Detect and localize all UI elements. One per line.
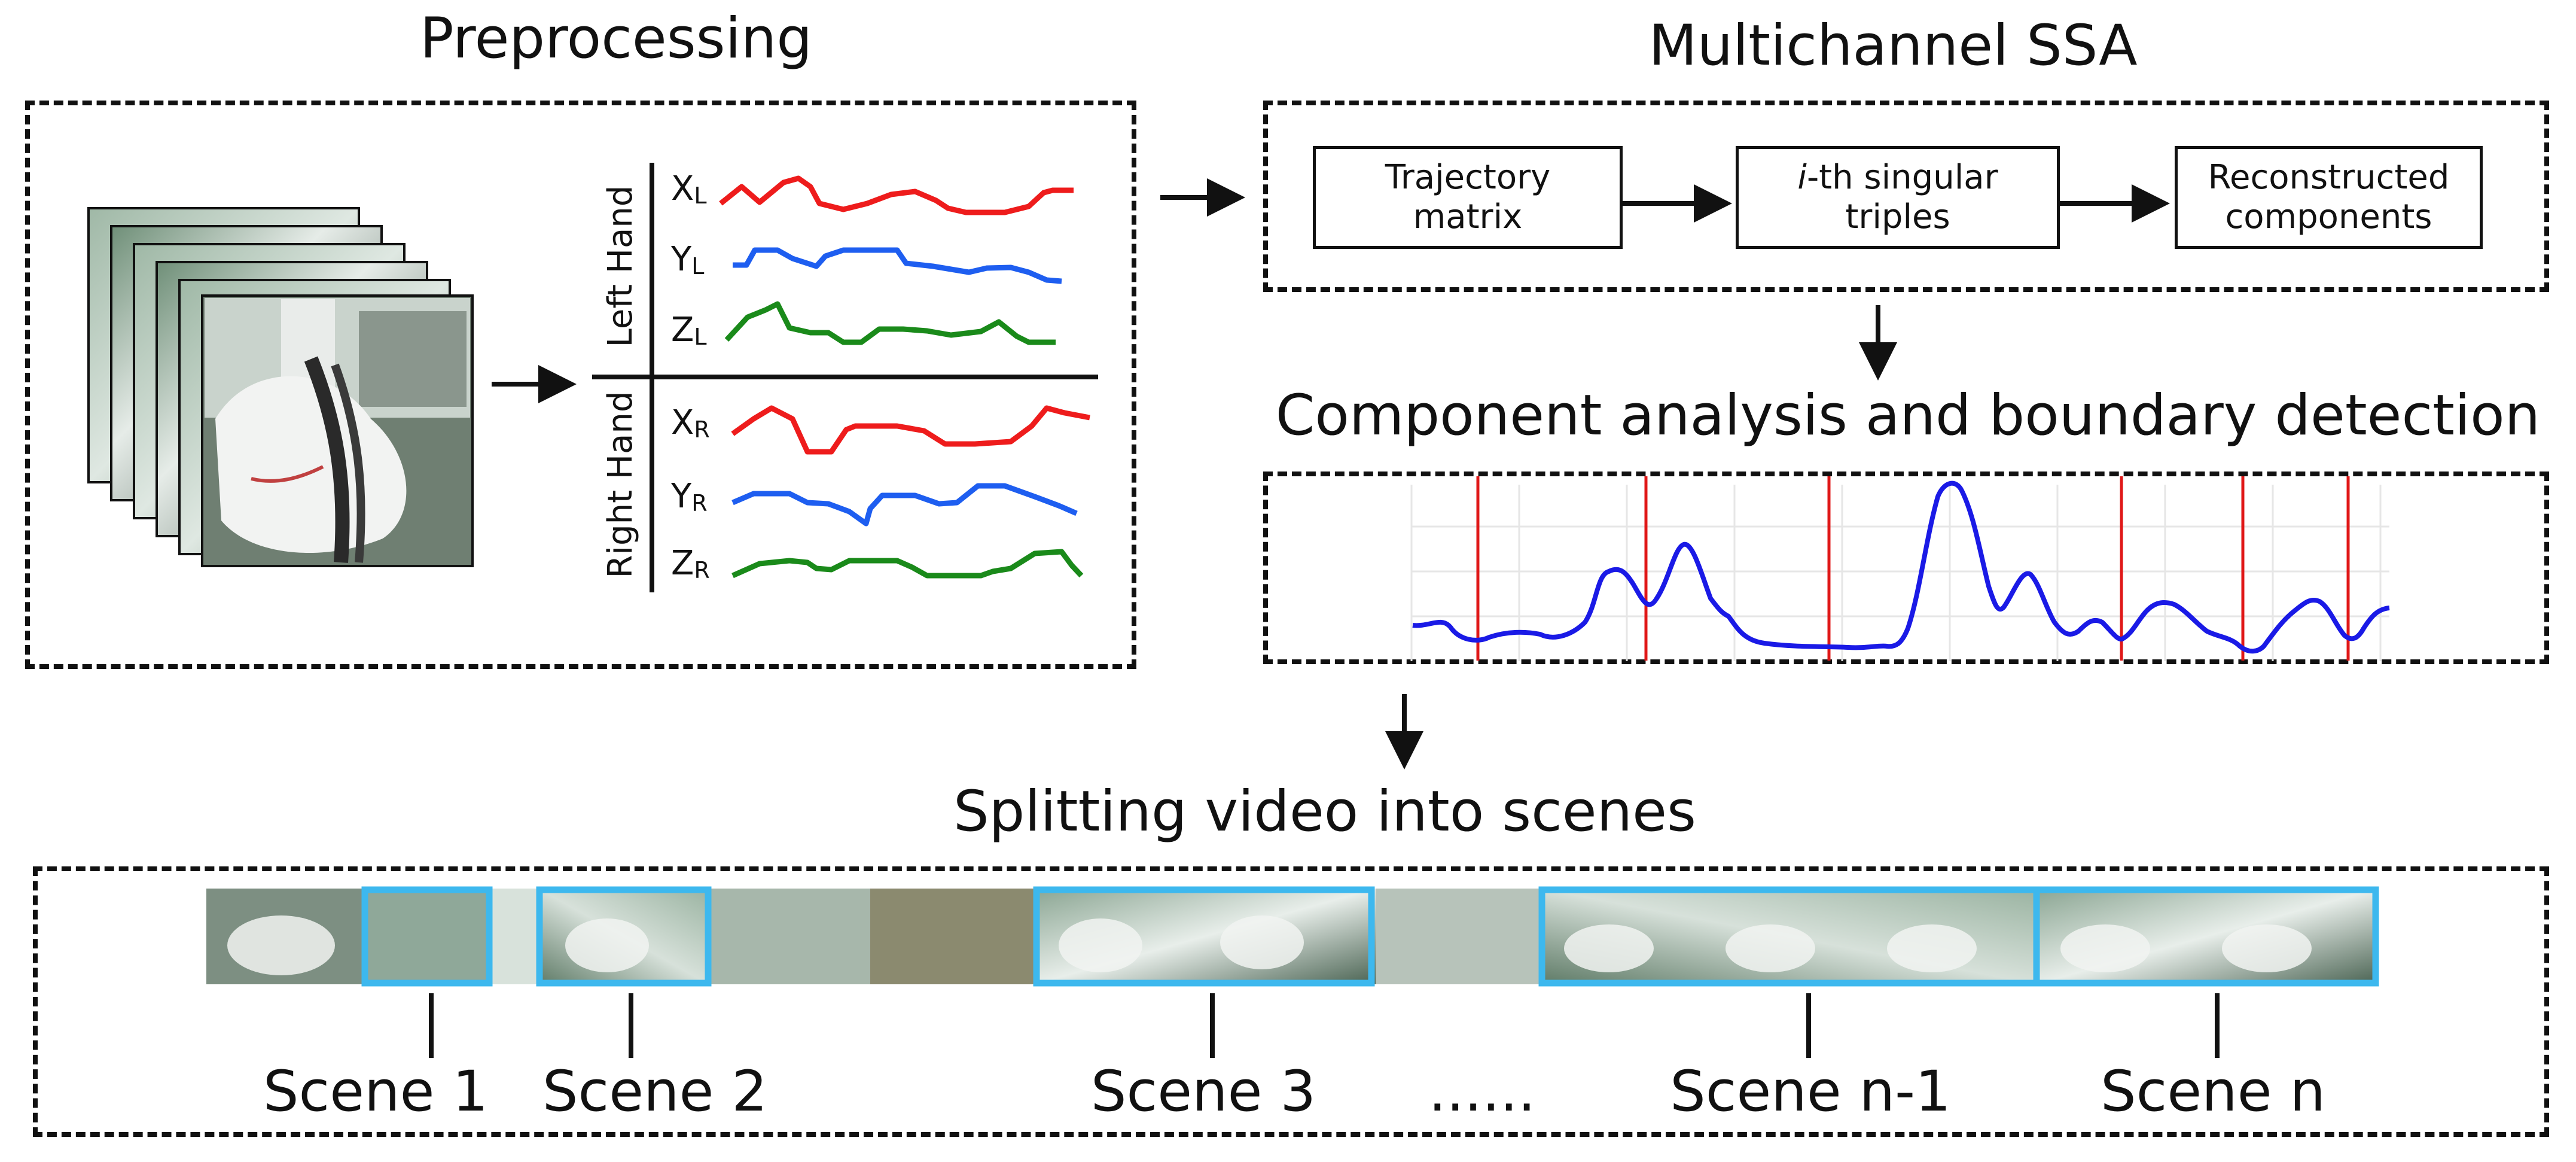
scene-1-highlight: [361, 886, 493, 987]
front-video-frame: [201, 294, 474, 567]
xl-curve: [719, 175, 1074, 215]
scene-1-label: Scene 1: [263, 1059, 489, 1124]
triples-line2: triples: [1845, 197, 1950, 236]
video-frame-stack: [87, 207, 474, 567]
scene-3-label: Scene 3: [1090, 1059, 1316, 1124]
component-plot-panel: [1263, 472, 2549, 664]
zr-curve: [731, 549, 1084, 579]
ssa-panel: [1263, 101, 2549, 292]
ssa-title: Multichannel SSA: [1648, 13, 2138, 78]
scene-split-panel: [33, 866, 2549, 1137]
scene-n-label: Scene n: [2100, 1059, 2326, 1124]
triples-italic: i: [1797, 158, 1807, 197]
boundary-lines: [1476, 476, 2350, 661]
zl-curve: [724, 301, 1056, 345]
scene-ellipsis: ......: [1428, 1059, 1536, 1124]
triples-rest: -th singular: [1806, 158, 1998, 197]
trajectory-line2: matrix: [1413, 197, 1523, 236]
hand-signal-axes: [592, 163, 1098, 592]
scene-2-label: Scene 2: [542, 1059, 768, 1124]
trajectory-line1: Trajectory: [1385, 158, 1551, 197]
scene-n-highlight: [2033, 886, 2379, 987]
zr-label: ZR: [671, 544, 710, 583]
scene-n-1-label: Scene n-1: [1670, 1059, 1951, 1124]
yr-label: YR: [670, 477, 708, 516]
xr-curve: [731, 405, 1090, 455]
right-hand-label: Right Hand: [601, 391, 640, 579]
scene-2-highlight: [536, 886, 712, 987]
triples-line1: i-th singular: [1797, 158, 1998, 197]
component-plot: [1410, 476, 2390, 661]
hand-curves: [719, 175, 1090, 579]
yl-curve: [733, 247, 1062, 284]
reconstructed-line1: Reconstructed: [2208, 158, 2450, 197]
preprocessing-panel: [25, 101, 1136, 669]
component-signal-curve: [1412, 480, 2390, 654]
scene-highlights: [361, 886, 2379, 987]
xr-label: XR: [671, 403, 710, 443]
zl-label: ZL: [671, 311, 707, 350]
xl-label: XL: [671, 169, 707, 209]
yl-label: YL: [670, 240, 704, 279]
reconstructed-line2: components: [2225, 197, 2432, 236]
splitting-title: Splitting video into scenes: [953, 779, 1696, 844]
left-hand-label: Left Hand: [601, 185, 640, 348]
component-analysis-title: Component analysis and boundary detectio…: [1275, 383, 2541, 448]
yr-curve: [731, 483, 1078, 527]
scene-3-highlight: [1033, 886, 1375, 987]
scene-ticks: [429, 993, 2220, 1058]
video-filmstrip: [206, 889, 2377, 984]
preprocessing-title: Preprocessing: [419, 6, 813, 71]
